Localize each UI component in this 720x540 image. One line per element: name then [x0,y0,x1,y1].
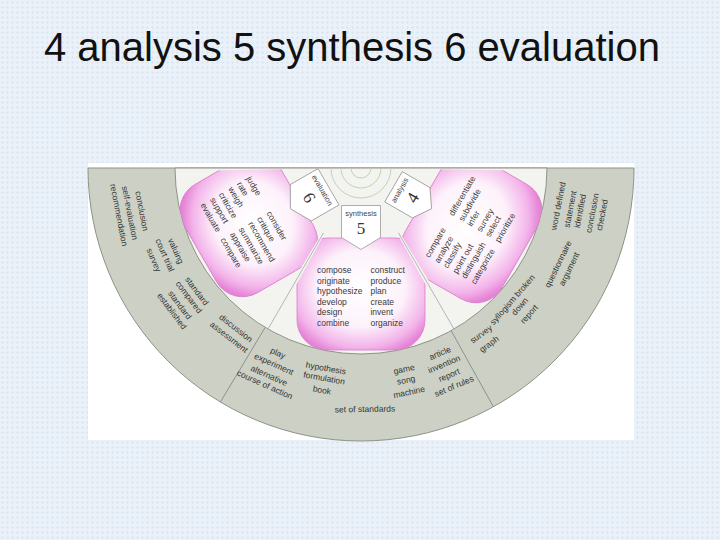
marker-shape [385,172,441,224]
level-number: 4 [403,190,422,206]
verb: develop [317,296,347,307]
verb-column: constructproduceplancreateinventorganize [370,265,405,328]
center-arc [341,168,381,188]
verb: design [317,307,342,318]
slide-title: 4 analysis 5 synthesis 6 evaluation [44,22,664,72]
product-band [88,168,634,441]
verb: hypothesize [317,286,362,297]
level-marker: synthesis 5 [345,209,376,237]
marker-shape [342,206,381,250]
marker-layer [280,169,440,250]
verb: construct [370,265,405,276]
lobe-layer [169,143,553,350]
verb: compose [317,265,352,276]
level-number: 5 [357,220,366,237]
lobe-shape [297,238,425,350]
level-number: 6 [300,190,319,206]
verb-column: composeoriginatehypothesizedevelopdesign… [317,265,362,328]
verb: create [370,296,394,307]
product-label: set of standards [335,403,396,414]
verb: combine [317,317,349,328]
verb: invent [370,307,393,318]
center-arc [331,168,391,198]
picture-ground [88,163,634,440]
verb: plan [370,286,386,297]
verb: organize [370,317,403,328]
verb: produce [370,275,401,286]
lobe-fill [297,238,425,350]
verb-lobe: composeoriginatehypothesizedevelopdesign… [317,265,405,328]
level-name: synthesis [345,209,376,218]
center-arc [351,168,371,178]
verb: originate [317,275,350,286]
marker-shape [280,169,339,227]
sector-line [268,233,324,329]
